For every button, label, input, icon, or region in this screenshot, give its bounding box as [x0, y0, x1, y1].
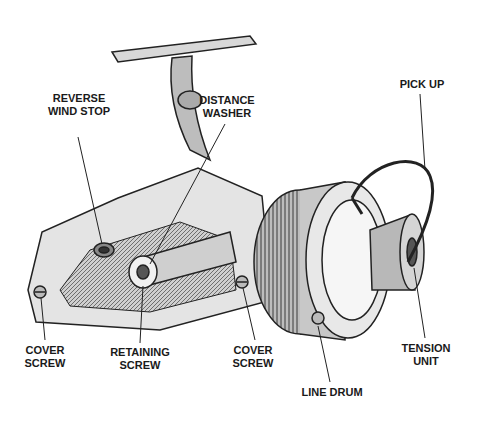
leader-lines — [41, 94, 425, 382]
reel-drawing — [28, 36, 433, 340]
part-label: PICK UP — [390, 78, 454, 91]
part-label: DISTANCE WASHER — [192, 94, 262, 120]
part-label: COVER SCREW — [14, 344, 76, 370]
part-label: TENSION UNIT — [390, 342, 462, 368]
part-label: REVERSE WIND STOP — [46, 92, 112, 118]
part-label: LINE DRUM — [292, 386, 372, 399]
part-label: RETAINING SCREW — [100, 346, 180, 372]
part-label: COVER SCREW — [222, 344, 284, 370]
